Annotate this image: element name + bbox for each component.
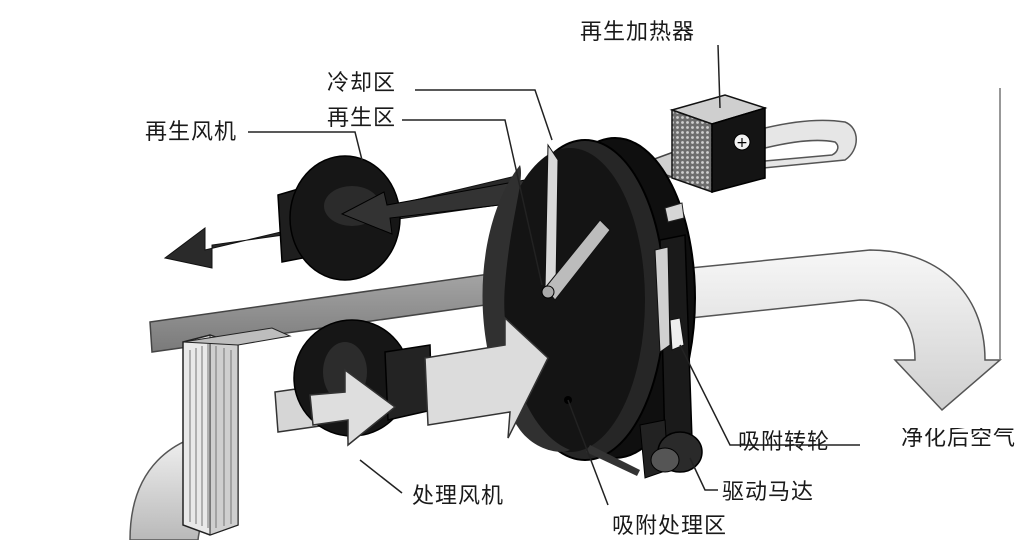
drive-motor xyxy=(586,234,703,479)
clean-air-label: 净化后空气 xyxy=(901,428,1017,450)
drive-motor-label: 驱动马达 xyxy=(722,480,815,505)
process-air-arrow-fan xyxy=(309,368,397,447)
regen-fan xyxy=(277,155,401,281)
process-fan-label: 处理风机 xyxy=(412,484,505,509)
heater-plus-icon xyxy=(733,133,751,151)
motor-tab xyxy=(664,202,685,223)
adsorption-zone-label: 吸附处理区 xyxy=(612,514,728,539)
heater-plus-glyph: + xyxy=(736,135,748,151)
intake-filter xyxy=(182,327,292,536)
cooling-zone-label: 冷却区 xyxy=(327,71,397,96)
process-air-arrow-out xyxy=(424,316,549,439)
leader-lines xyxy=(248,44,860,506)
regen-heater-label: 再生加热器 xyxy=(580,20,696,45)
regen-zone-label: 再生区 xyxy=(327,106,397,131)
adsorption-wheel-label: 吸附转轮 xyxy=(738,430,831,455)
regen-fan-label: 再生风机 xyxy=(145,120,238,145)
clean-air-duct xyxy=(689,249,1003,412)
regen-heater xyxy=(669,94,768,194)
